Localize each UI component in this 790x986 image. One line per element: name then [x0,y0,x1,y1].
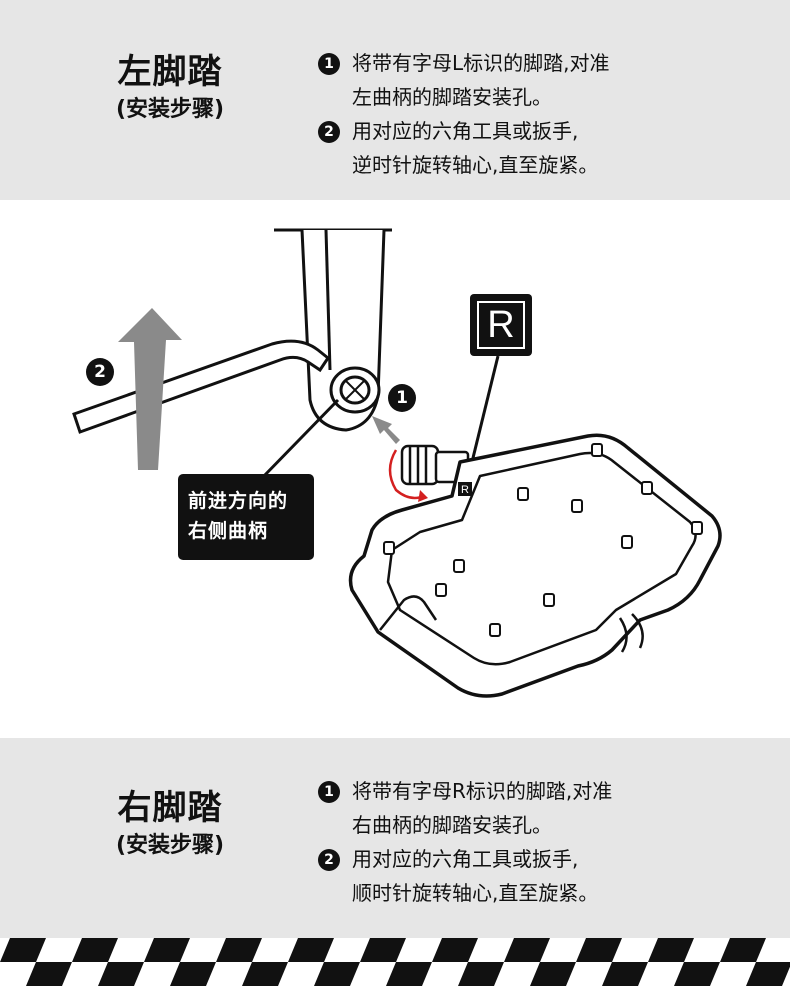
pedal-r-mark: R [458,482,472,496]
right-step-2-line1: 用对应的六角工具或扳手, [352,847,579,871]
rotation-up-arrow [118,308,182,470]
checker-square [216,938,262,962]
step-number-badge: 2 [318,849,340,871]
right-step-1-line2: 右曲柄的脚踏安装孔。 [352,813,552,837]
step-number-badge: 2 [318,121,340,143]
crank-pedal-hole [329,366,381,414]
left-step-1-line1: 将带有字母L标识的脚踏,对准 [352,51,610,75]
rotation-indicator [388,449,425,500]
pedal-spindle [400,444,470,486]
checker-square [314,962,360,986]
left-step-2: 2 用对应的六角工具或扳手, 逆时针旋转轴心,直至旋紧。 [318,114,610,182]
checker-square [602,962,648,986]
left-step-1-line2: 左曲柄的脚踏安装孔。 [352,85,552,109]
callout-line1: 前进方向的 [188,490,289,512]
left-step-2-line1: 用对应的六角工具或扳手, [352,119,579,143]
pedal-body [348,433,722,698]
pedal-mark-label: R [461,484,469,496]
pedal-diagram: R [72,228,722,698]
right-pedal-title: 右脚踏 [117,788,223,828]
checker-square [98,962,144,986]
checker-square [144,938,190,962]
right-pedal-steps: 1 将带有字母R标识的脚踏,对准 右曲柄的脚踏安装孔。 2 用对应的六角工具或扳… [318,774,612,910]
checker-square [170,962,216,986]
left-step-1: 1 将带有字母L标识的脚踏,对准 左曲柄的脚踏安装孔。 [318,46,610,114]
left-pedal-section: 左脚踏 (安装步骤) 1 将带有字母L标识的脚踏,对准 左曲柄的脚踏安装孔。 2… [0,0,790,200]
hex-key [72,339,331,434]
callout-pointer [260,398,340,480]
checker-square [242,962,288,986]
right-pedal-subtitle: (安装步骤) [115,833,225,858]
checker-square [504,938,550,962]
r-badge-pointer [470,355,500,463]
checker-square [360,938,406,962]
checker-square [530,962,576,986]
right-crank-callout: 前进方向的 右侧曲柄 [178,474,314,560]
callout-line2: 右侧曲柄 [188,520,269,542]
checker-square [720,938,766,962]
r-label-badge: R [470,294,532,356]
checker-square [648,938,694,962]
right-step-2-line2: 顺时针旋转轴心,直至旋紧。 [352,881,599,905]
right-pedal-section: 右脚踏 (安装步骤) 1 将带有字母R标识的脚踏,对准 右曲柄的脚踏安装孔。 2… [0,738,790,938]
checker-square [386,962,432,986]
insert-direction-arrow [372,416,400,444]
checker-square [26,962,72,986]
right-step-2: 2 用对应的六角工具或扳手, 顺时针旋转轴心,直至旋紧。 [318,842,612,910]
left-pedal-title: 左脚踏 [117,52,223,92]
checker-square [576,938,622,962]
step-number-badge: 1 [318,53,340,75]
checker-square [746,962,790,986]
checker-square [674,962,720,986]
left-pedal-title-block: 左脚踏 (安装步骤) [70,50,270,126]
marker-1-badge: 1 [388,384,416,412]
checker-square [458,962,504,986]
right-step-1: 1 将带有字母R标识的脚踏,对准 右曲柄的脚踏安装孔。 [318,774,612,842]
r-label-letter: R [477,301,525,349]
checkered-border [0,938,790,986]
checker-square [432,938,478,962]
marker-2-badge: 2 [86,358,114,386]
right-step-1-line1: 将带有字母R标识的脚踏,对准 [352,779,613,803]
checker-square [0,938,46,962]
checker-square [72,938,118,962]
left-pedal-steps: 1 将带有字母L标识的脚踏,对准 左曲柄的脚踏安装孔。 2 用对应的六角工具或扳… [318,46,610,182]
right-pedal-title-block: 右脚踏 (安装步骤) [70,786,270,862]
left-pedal-subtitle: (安装步骤) [115,97,225,122]
step-number-badge: 1 [318,781,340,803]
pedal-installation-illustration: R 2 1 R 前进方向的 右侧曲柄 [0,200,790,738]
pedal-pins [383,443,703,637]
left-step-2-line2: 逆时针旋转轴心,直至旋紧。 [352,153,599,177]
checker-square [288,938,334,962]
